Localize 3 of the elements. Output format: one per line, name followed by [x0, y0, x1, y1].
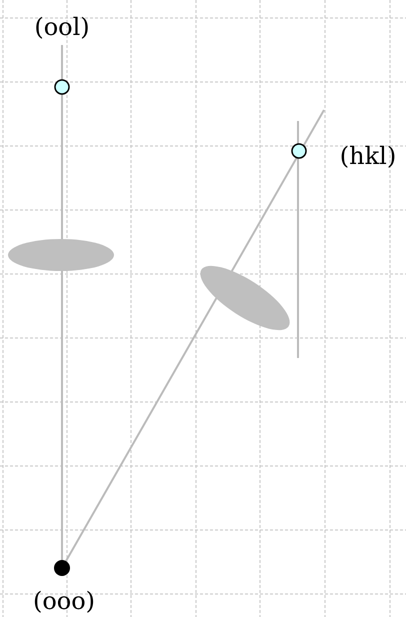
miller-index-label: (hkl) — [340, 144, 396, 168]
miller-index-label: (ooo) — [32, 589, 96, 613]
miller-index-label: (ool) — [34, 15, 90, 39]
